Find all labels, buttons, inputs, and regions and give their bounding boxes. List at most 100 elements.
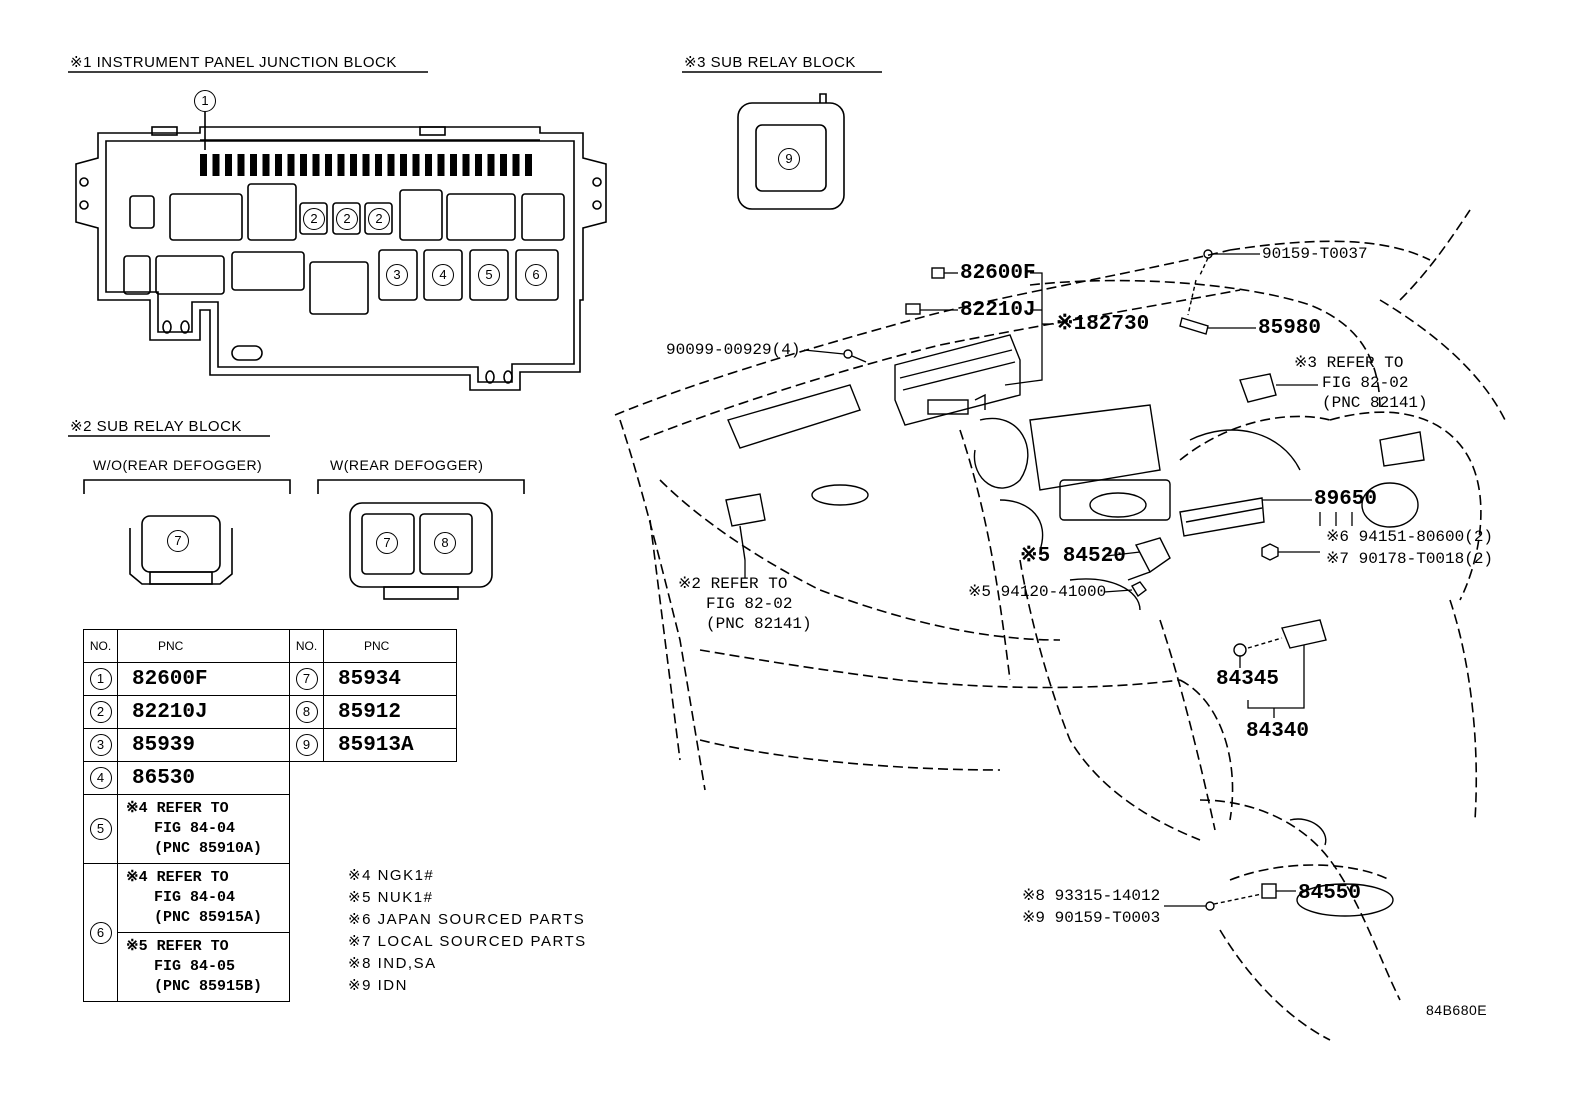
fuse-slot [450,154,457,176]
table-row: 8 85912 [289,695,457,729]
part-90099-00929: 90099-00929(4) [666,341,801,359]
ref-line: (PNC 85915B) [154,978,263,995]
pnc-table-right: NO. PNC 7 85934 8 85912 9 85913A [289,629,457,762]
row-pnc: 86530 [117,761,290,795]
row-no: 2 [89,701,112,723]
ref-line: FIG 84-05 [154,958,236,975]
table-header-row: NO. PNC [289,629,457,663]
fuse-slot [237,154,245,176]
fuse-slot [425,154,432,176]
row-pnc: 85939 [117,728,290,762]
header-pnc: PNC [323,629,457,663]
callout-2b: 2 [336,208,358,230]
section-title-ip-junction-block: ※1 INSTRUMENT PANEL JUNCTION BLOCK [70,54,397,71]
part-94120-41000: ※5 94120-41000 [968,583,1107,601]
row-reference: ※5 REFER TO FIG 84-05 (PNC 85915B) [117,932,290,1002]
table-row: 1 82600F [83,662,290,696]
part-90159-T0037: 90159-T0037 [1262,245,1368,263]
row-no: 8 [295,701,318,723]
fuse-slot [500,154,507,176]
fuse-slot [412,154,420,176]
fuse-slot [475,154,482,176]
note-9: ※9 IDN [348,977,408,994]
row-pnc: 85934 [323,662,457,696]
fuse-slot [287,154,295,176]
leader-lines [744,253,1353,907]
part-85980: 85980 [1258,317,1322,340]
fuse-slot [275,154,282,176]
callout-8: 8 [434,532,456,554]
part-90178-T0018: ※7 90178-T0018(2) [1326,550,1494,568]
row-reference: ※4 REFER TO FIG 84-04 (PNC 85910A) [117,794,290,864]
ref-line: ※4 REFER TO [126,869,229,886]
ref-line: (PNC 82141) [706,615,812,633]
ref-line: FIG 84-04 [154,820,236,837]
fuse-slot [250,154,257,176]
row-pnc: 85912 [323,695,457,729]
fuse-slot [262,154,270,176]
row-no: 4 [89,767,112,789]
ref-2-block: ※2 REFER TO FIG 82-02 (PNC 82141) [678,574,812,634]
ref-line: (PNC 85910A) [154,840,263,857]
ref-3-block: ※3 REFER TO FIG 82-02 (PNC 82141) [1294,353,1428,413]
note-4: ※4 NGK1# [348,867,435,884]
ref-line: ※3 REFER TO [1294,354,1404,372]
pnc-table-left: NO. PNC 1 82600F 2 82210J 3 85939 4 8653… [83,629,290,1002]
table-row: 3 85939 [83,728,290,762]
ref-line: FIG 82-02 [1322,374,1409,392]
row-no: 1 [89,668,112,690]
part-84550: 84550 [1298,882,1362,905]
callout-6: 6 [525,264,547,286]
callout-2a: 2 [303,208,325,230]
callout-4: 4 [432,264,454,286]
callout-9: 9 [778,148,800,170]
table-row: 2 82210J [83,695,290,729]
part-82730: ※182730 [1056,313,1150,336]
fuse-slot [300,154,307,176]
callout-7a: 7 [167,530,189,552]
fuse-slot [387,154,395,176]
dashboard-outline [614,209,1506,1041]
part-drawings [725,249,1327,911]
sub-relay-block-3-drawing [737,93,845,210]
ref-line: ※2 REFER TO [678,575,788,593]
table-row: 4 86530 [83,761,290,795]
fuse-strip [200,154,532,176]
fuse-slot [212,154,220,176]
note-7: ※7 LOCAL SOURCED PARTS [348,933,587,950]
fuse-slot [200,154,207,176]
fuse-slot [325,154,332,176]
row-no: 6 [89,921,112,944]
table-header-row: NO. PNC [83,629,290,663]
row-no: 3 [89,734,112,756]
fuse-slot [375,154,382,176]
header-no: NO. [83,629,118,663]
table-row: 9 85913A [289,728,457,762]
fuse-slot [337,154,345,176]
row-reference: ※4 REFER TO FIG 84-04 (PNC 85915A) [117,863,290,933]
fuse-slot [362,154,370,176]
ref-line: ※4 REFER TO [126,800,229,817]
fuse-slot [512,154,520,176]
note-8: ※8 IND,SA [348,955,437,972]
note-5: ※5 NUK1# [348,889,434,906]
part-84520: ※5 84520 [1020,545,1126,568]
section-title-sub-relay-block-3: ※3 SUB RELAY BLOCK [684,54,856,71]
part-84345: 84345 [1216,668,1280,691]
fuse-slot [400,154,407,176]
fuse-slot [437,154,445,176]
row-no: 9 [295,734,318,756]
row-no: 7 [295,668,318,690]
ref-line: ※5 REFER TO [126,938,229,955]
dashboard-features [727,384,1425,917]
fuse-slot [525,154,532,176]
fuse-slot [350,154,357,176]
row-pnc: 82210J [117,695,290,729]
label-w-rear-defogger: W(REAR DEFOGGER) [330,457,484,473]
callout-7b: 7 [376,532,398,554]
part-93315-14012: ※8 93315-14012 [1022,887,1161,905]
table-row: 7 85934 [289,662,457,696]
part-84340: 84340 [1246,720,1310,743]
callout-1: 1 [194,90,216,112]
